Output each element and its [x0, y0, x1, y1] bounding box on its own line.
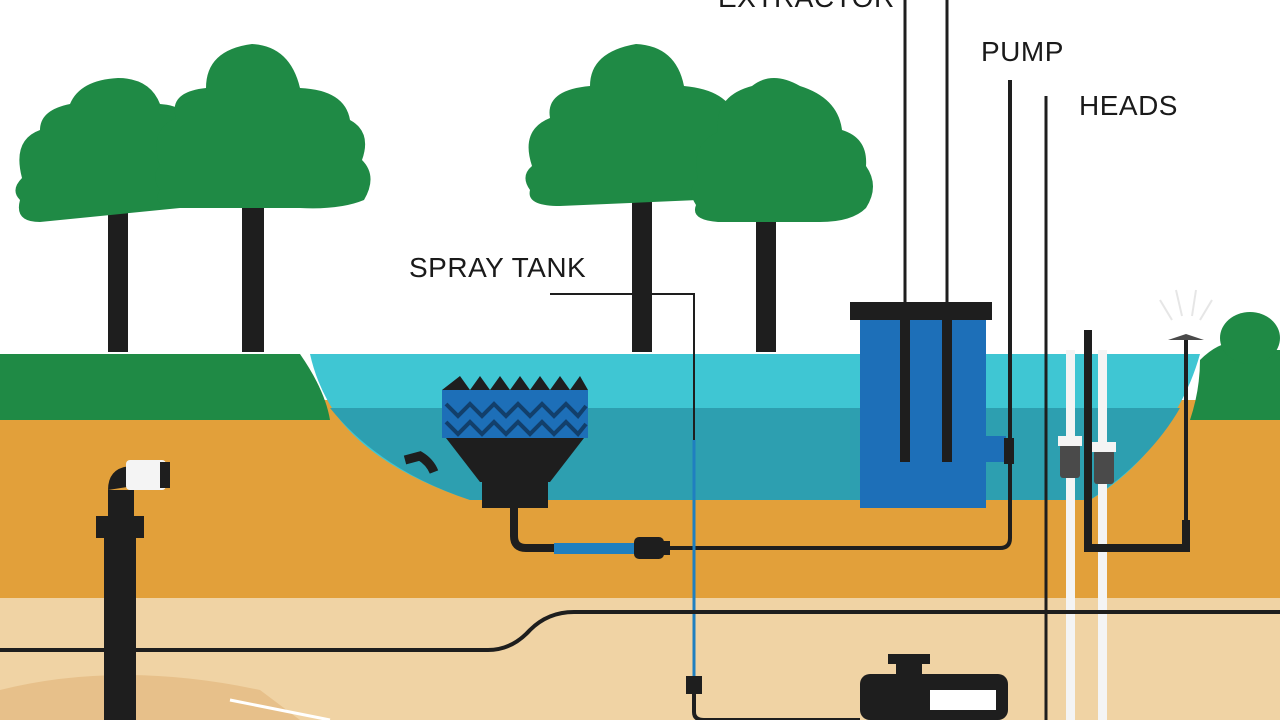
- pump-tank: [850, 302, 1014, 508]
- sprinkler-risers: [1058, 350, 1116, 720]
- inline-valve: [634, 537, 670, 559]
- bush-right: [1220, 312, 1280, 364]
- tree-2: [155, 44, 371, 352]
- soil-sand-dune: [0, 675, 300, 720]
- pump-label: PUMP: [981, 36, 1064, 67]
- spray-tank-label: SPRAY TANK: [409, 252, 587, 283]
- blue-pipe-segment: [554, 543, 636, 554]
- bottom-pump: [686, 654, 1008, 720]
- heads-label: HEADS: [1079, 90, 1178, 121]
- intake-pipe: [96, 460, 170, 720]
- soil-sand-dune-line: [229, 698, 331, 720]
- underground-pipe: [0, 610, 1280, 652]
- tree-3: [525, 44, 753, 352]
- tree-4: [691, 78, 873, 352]
- heads-supply-pipe: [1084, 330, 1190, 552]
- pipe-to-pump-tank: [670, 80, 1012, 550]
- spray-tank-filter: [403, 376, 588, 552]
- extractor-label: EXTRACTOR: [718, 0, 895, 12]
- sprinkler-head: [1159, 289, 1213, 520]
- grass-bank-left: [0, 354, 330, 420]
